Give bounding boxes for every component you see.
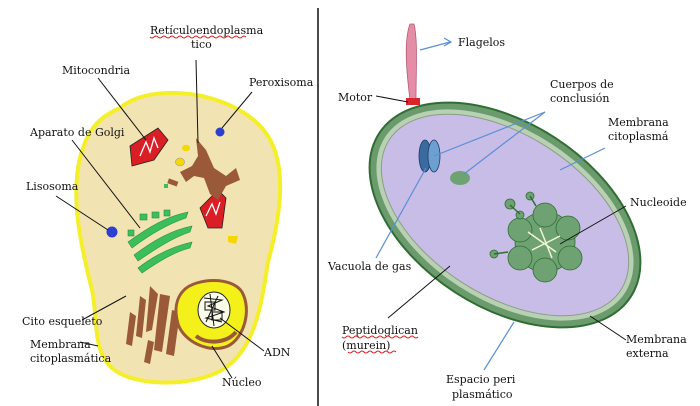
label-flagella: Flagelos <box>458 36 505 49</box>
label-peptidoglycan-line2: (murein) <box>342 339 390 352</box>
spellcheck-underline-er <box>149 35 247 39</box>
label-pro-membrane-line2: citoplasmá <box>608 130 669 143</box>
leader-outer-membrane <box>589 315 627 341</box>
label-dna: ADN <box>263 346 291 359</box>
label-peroxisome: Peroxisoma <box>249 76 314 89</box>
mitochondrion-1 <box>129 127 169 167</box>
leader-cytoskeleton <box>81 295 127 321</box>
nucleus <box>174 279 248 351</box>
label-outer-membrane-line2: externa <box>626 347 669 360</box>
label-inclusion-line1: Cuerpos de <box>550 78 614 91</box>
label-periplasm-line2: plasmático <box>452 388 513 401</box>
label-euk-membrane-line1: Membrana <box>30 338 91 351</box>
prokaryotic-cell: Flagelos Motor Cuerpos de conclusión Mem… <box>327 23 687 401</box>
leader-er <box>195 59 199 144</box>
leader-motor <box>375 95 409 103</box>
leader-lysosome <box>55 195 109 231</box>
leader-flagella-arrow <box>443 37 453 47</box>
mitochondrion-2 <box>199 189 227 229</box>
leader-peroxisome <box>221 91 253 129</box>
inclusion-body <box>450 171 470 185</box>
label-lysosome: Lisosoma <box>26 180 79 193</box>
spellcheck-underline-murein <box>347 350 397 354</box>
label-nucleus: Núcleo <box>222 376 262 389</box>
dna-strands <box>203 293 226 327</box>
lysosome <box>106 226 118 238</box>
leader-inclusion-1 <box>433 111 546 157</box>
label-mitochondria: Mitocondria <box>62 64 131 77</box>
label-golgi: Aparato de Golgi <box>29 126 125 139</box>
leader-dna <box>219 317 265 352</box>
leader-peptidoglycan <box>387 265 451 319</box>
label-gas-vacuole: Vacuola de gas <box>327 260 412 273</box>
eukaryotic-cell: Retículoendoplasma tico Mitocondria Pero… <box>22 24 314 389</box>
label-cytoskeleton: Cito esqueleto <box>22 315 103 328</box>
nucleoid <box>489 191 583 283</box>
leader-membrane <box>559 147 606 171</box>
leader-flagella <box>419 41 451 51</box>
label-inclusion-line2: conclusión <box>550 92 610 105</box>
label-pro-membrane-line1: Membrana <box>608 116 669 129</box>
leader-golgi <box>71 139 141 229</box>
leader-periplasm <box>483 321 515 371</box>
leader-nucleus <box>211 345 233 379</box>
label-er-line2: tico <box>191 38 212 51</box>
flagellar-motor <box>406 98 420 105</box>
leader-gas-vacuole <box>375 167 427 259</box>
leader-inclusion-2 <box>463 111 546 175</box>
spellcheck-underline-peptidoglycan <box>341 335 419 339</box>
golgi-apparatus <box>127 209 193 274</box>
endoplasmic-reticulum <box>167 138 240 200</box>
label-peptidoglycan-line1: Peptidoglican <box>342 324 418 337</box>
label-motor: Motor <box>338 91 373 104</box>
leader-mitochondria <box>97 77 147 141</box>
flagellum <box>405 23 417 101</box>
peroxisome <box>215 127 225 137</box>
label-er-line1: Retículoendoplasma <box>150 24 264 37</box>
label-outer-membrane-line1: Membrana <box>626 333 687 346</box>
cytoskeleton <box>126 286 180 364</box>
label-periplasm-line1: Espacio peri <box>446 373 516 386</box>
leader-nucleoid <box>559 205 627 245</box>
leader-membrane <box>79 341 99 347</box>
label-euk-membrane-line2: citoplasmática <box>30 352 112 365</box>
label-nucleoid: Nucleoide <box>630 196 687 209</box>
vesicles <box>164 144 238 244</box>
gas-vacuole <box>418 139 441 173</box>
